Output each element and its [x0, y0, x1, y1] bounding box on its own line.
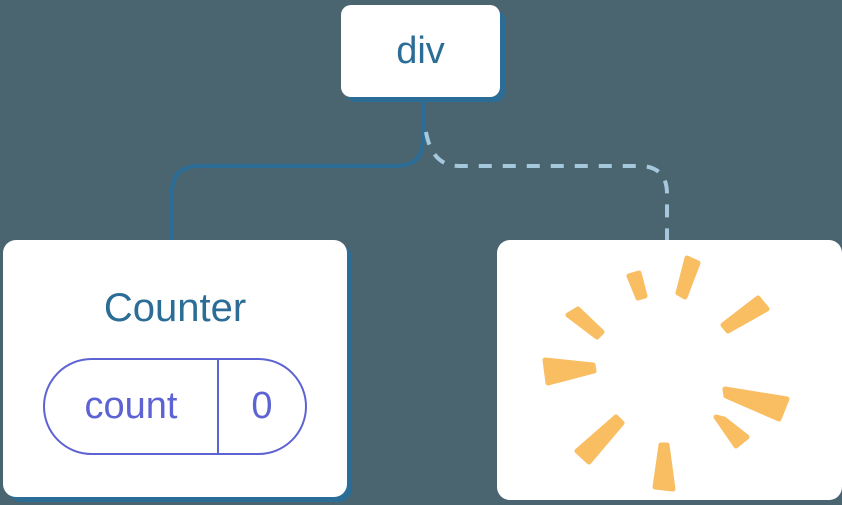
poof-burst-icon	[542, 255, 790, 492]
burst-ray	[652, 442, 676, 492]
burst-ray	[542, 357, 597, 386]
burst-ray	[574, 414, 625, 465]
burst-ray	[722, 386, 790, 422]
root-div-node: div	[341, 5, 500, 97]
burst-ray	[720, 295, 770, 334]
state-name-label: count	[45, 360, 219, 453]
burst-ray	[675, 255, 701, 300]
burst-ray	[713, 414, 750, 449]
state-pill: count 0	[43, 358, 307, 455]
burst-ray	[626, 270, 648, 301]
edge-parent-to-removed	[424, 131, 669, 241]
counter-title: Counter	[103, 286, 247, 330]
burst-ray	[565, 306, 605, 340]
edge-parent-to-counter	[170, 97, 425, 241]
counter-component-card: Counter count 0	[3, 240, 347, 497]
root-node-label: div	[396, 30, 445, 72]
state-value: 0	[251, 385, 273, 427]
removed-component-card	[497, 240, 842, 500]
